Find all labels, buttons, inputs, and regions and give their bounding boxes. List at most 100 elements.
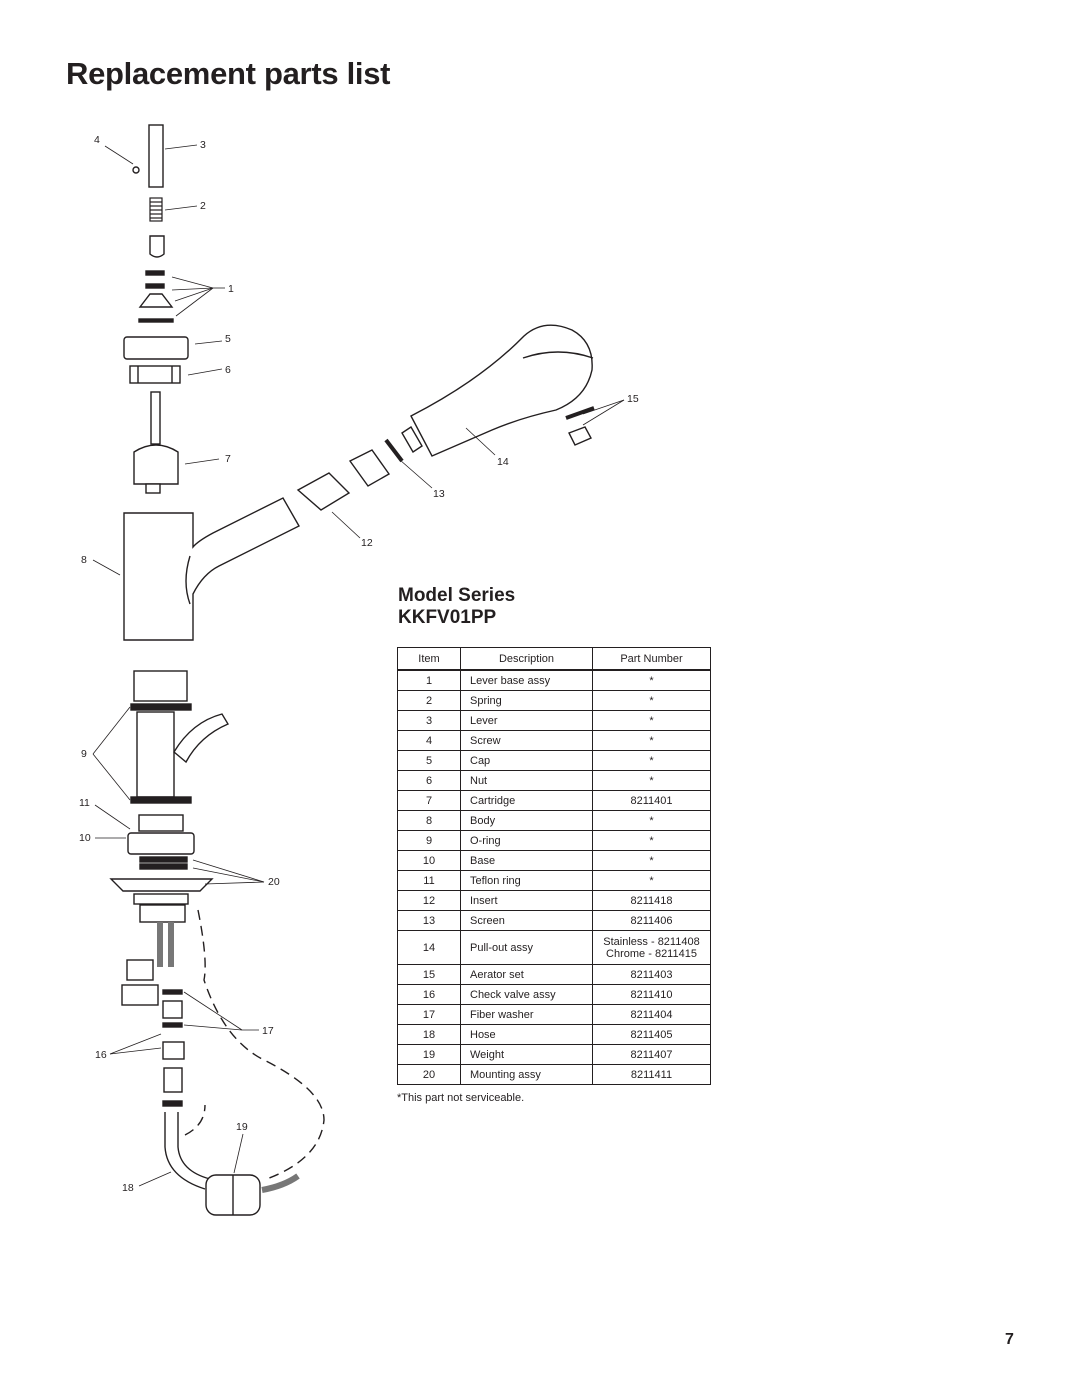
part-number-chrome: Chrome - 8211415 (606, 947, 697, 960)
callout-16: 16 (95, 1049, 107, 1061)
cell-part-number: * (592, 710, 711, 731)
callout-19: 19 (236, 1121, 248, 1133)
cell-item: 8 (397, 810, 461, 831)
cell-description: Mounting assy (460, 1064, 593, 1085)
pull-out-assy-part (401, 324, 594, 457)
page-title: Replacement parts list (66, 56, 391, 91)
cell-description: Insert (460, 890, 593, 911)
cell-description: Fiber washer (460, 1004, 593, 1025)
model-series-heading: Model Series KKFV01PP (398, 585, 515, 629)
cell-part-number: * (592, 730, 711, 751)
cell-part-number: 8211401 (592, 790, 711, 811)
screen-part (348, 449, 391, 487)
spring-part (149, 197, 163, 222)
callout-18: 18 (122, 1182, 134, 1194)
leader-lines (92, 144, 625, 1187)
body-part (123, 497, 300, 641)
cell-item: 11 (397, 870, 461, 891)
cell-item: 17 (397, 1004, 461, 1025)
cell-item: 4 (397, 730, 461, 751)
callout-6: 6 (225, 364, 231, 376)
cell-description: Cap (460, 750, 593, 771)
cell-description: O-ring (460, 830, 593, 851)
cell-part-number: * (592, 770, 711, 791)
cell-description: Spring (460, 690, 593, 711)
callout-5: 5 (225, 333, 231, 345)
cell-item: 2 (397, 690, 461, 711)
cell-description: Screw (460, 730, 593, 751)
cell-item: 10 (397, 850, 461, 871)
callout-2: 2 (200, 200, 206, 212)
nut-part (129, 365, 181, 384)
cell-item: 1 (397, 669, 461, 691)
cell-part-number: 8211403 (592, 964, 711, 985)
cap-part (123, 336, 189, 360)
lower-body-part (109, 670, 230, 1006)
callout-3: 3 (200, 139, 206, 151)
cell-part-number: * (592, 750, 711, 771)
footnote: *This part not serviceable. (397, 1092, 525, 1104)
cell-item: 7 (397, 790, 461, 811)
cell-description: Screen (460, 910, 593, 931)
cell-item: 6 (397, 770, 461, 791)
header-item: Item (397, 647, 461, 671)
cell-description: Nut (460, 770, 593, 791)
cell-description: Teflon ring (460, 870, 593, 891)
cell-item: 18 (397, 1024, 461, 1045)
cell-part-number: 8211411 (592, 1064, 711, 1085)
page-number: 7 (1005, 1331, 1014, 1348)
callout-11: 11 (79, 797, 90, 809)
screw-part (132, 166, 140, 174)
cell-description: Check valve assy (460, 984, 593, 1005)
callout-14: 14 (497, 456, 509, 468)
cell-item: 15 (397, 964, 461, 985)
cartridge-part (133, 391, 179, 494)
cell-item: 19 (397, 1044, 461, 1065)
cell-description: Lever base assy (460, 669, 593, 691)
cell-part-number: * (592, 810, 711, 831)
callout-17: 17 (262, 1025, 274, 1037)
cell-part-number: * (592, 669, 711, 691)
cell-item: 16 (397, 984, 461, 1005)
cell-description: Pull-out assy (460, 930, 593, 965)
cell-item: 20 (397, 1064, 461, 1085)
check-valve-part (162, 989, 185, 1107)
cell-part-number: 8211418 (592, 890, 711, 911)
cell-part-number: 8211404 (592, 1004, 711, 1025)
insert-part (296, 472, 351, 511)
cell-part-number: * (592, 830, 711, 851)
callout-20: 20 (268, 876, 280, 888)
cell-description: Aerator set (460, 964, 593, 985)
cell-item: 13 (397, 910, 461, 931)
cell-part-number: * (592, 870, 711, 891)
cell-description: Lever (460, 710, 593, 731)
cell-description: Weight (460, 1044, 593, 1065)
cell-part-number: 8211405 (592, 1024, 711, 1045)
cell-part-number: 8211406 (592, 910, 711, 931)
callout-7: 7 (225, 453, 231, 465)
header-description: Description (460, 647, 593, 671)
exploded-parts-diagram: 4 3 2 1 5 6 7 8 12 13 14 15 9 11 10 20 1… (79, 124, 639, 1216)
cell-part-number: 8211407 (592, 1044, 711, 1065)
model-number: KKFV01PP (398, 607, 497, 628)
